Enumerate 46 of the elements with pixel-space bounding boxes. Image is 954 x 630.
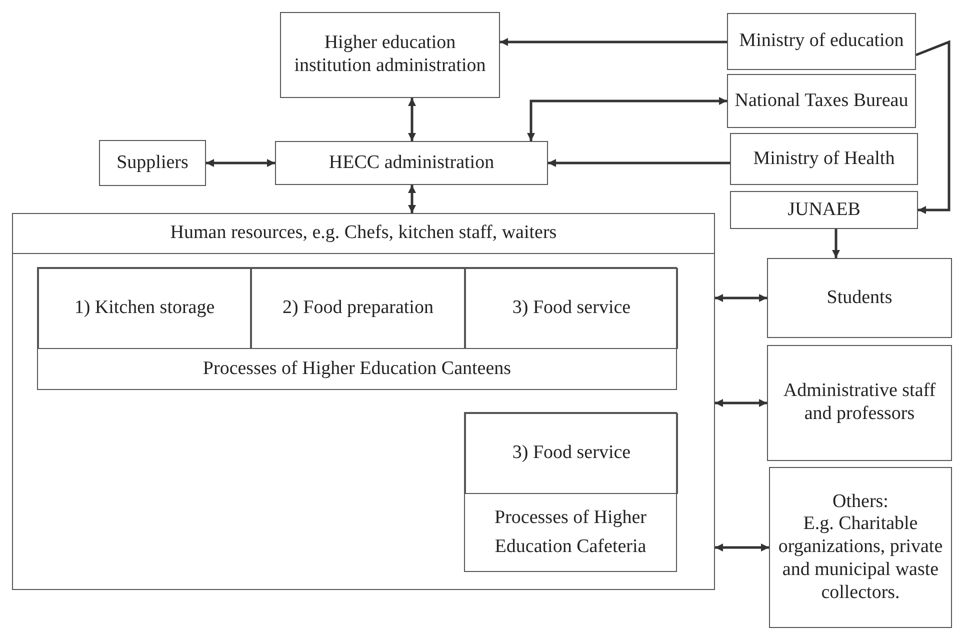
box-label: Administrative staff and professors [782, 380, 937, 426]
process-box [465, 413, 678, 494]
box-label: Students [826, 286, 892, 310]
process-box [727, 13, 916, 70]
arrow [715, 294, 767, 302]
box-label: Ministry of Health [753, 148, 895, 170]
process-box [769, 467, 952, 628]
process-box [275, 141, 548, 185]
process-box [465, 268, 678, 349]
process-box [730, 191, 918, 229]
process-box [727, 74, 916, 128]
arrow [548, 159, 730, 167]
panel [12, 213, 715, 590]
box-label: Higher education institution administration [293, 32, 487, 78]
box-label: 3) Food service [512, 442, 631, 465]
group-label: Processes of Higher Education Canteens [202, 356, 512, 381]
process-box [251, 268, 465, 349]
arrow [408, 185, 416, 213]
box-label: 3) Food service [512, 297, 631, 320]
group-box [37, 267, 677, 390]
box-label: Suppliers [116, 152, 188, 174]
box-label: Others: [832, 490, 888, 514]
arrow [527, 97, 727, 141]
arrow [206, 159, 275, 167]
arrow [916, 40, 950, 214]
arrow [832, 229, 840, 258]
box-label: National Taxes Bureau [734, 90, 908, 112]
arrow [715, 399, 767, 407]
box-label: HECC administration [328, 152, 494, 174]
process-box [99, 140, 206, 186]
process-box [730, 133, 918, 185]
process-box [767, 345, 952, 461]
box-label: 1) Kitchen storage [74, 297, 215, 320]
arrow [408, 98, 416, 141]
group-box [464, 412, 677, 572]
group-label: Processes of Higher Education Cafeteria [494, 506, 648, 558]
box-text: E.g. Charitable organizations, private and municipal waste collectors. [777, 513, 944, 604]
process-box [280, 12, 500, 98]
box-label: 2) Food preparation [282, 297, 434, 320]
box-label: Ministry of education [739, 30, 904, 53]
arrow [715, 544, 769, 552]
process-box [38, 268, 251, 349]
process-box [767, 258, 952, 338]
box-label: JUNAEB [788, 198, 860, 222]
group-label: Human resources, e.g. Chefs, kitchen staff, waiters [170, 221, 557, 246]
arrow [500, 38, 727, 46]
